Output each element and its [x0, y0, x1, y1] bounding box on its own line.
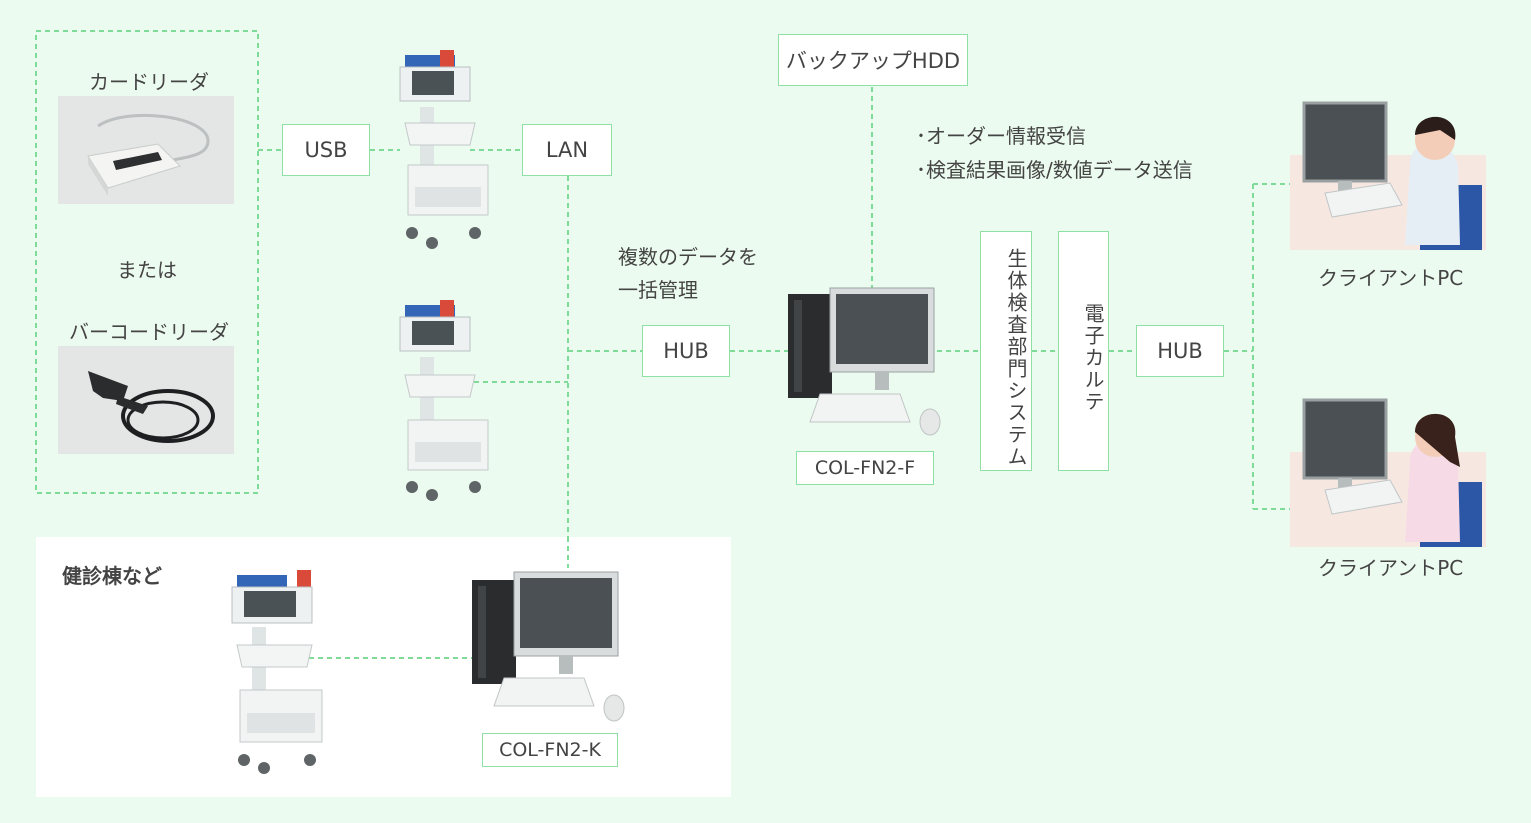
kenshin-pc-icon — [472, 571, 625, 722]
barcode-reader-photo — [58, 346, 234, 454]
barcode-reader-label: バーコードリーダ — [69, 320, 229, 344]
client-pc-2-label: クライアントPC — [1318, 556, 1464, 580]
kenshin-label: 健診棟など — [62, 564, 162, 588]
emr-box: 電子カルテ — [1058, 231, 1109, 471]
hub-left-box: HUB — [642, 325, 730, 377]
backup-hdd-box: バックアップHDD — [778, 34, 968, 86]
reader-region — [35, 30, 259, 494]
ecg-cart-1-icon — [399, 50, 489, 249]
card-reader-icon — [87, 113, 210, 196]
ecg-cart-3-icon — [231, 570, 323, 774]
card-reader-photo — [58, 96, 234, 204]
or-label: または — [117, 258, 177, 282]
lan-box: LAN — [522, 124, 612, 176]
client-workstation-1-icon — [1290, 101, 1486, 250]
ecg-cart-2-icon — [399, 300, 489, 501]
client-workstation-2-icon — [1290, 398, 1486, 547]
manage-label-line2: 一括管理 — [618, 278, 698, 302]
order-receive-label: ･オーダー情報受信 — [916, 124, 1086, 148]
hub-right-box: HUB — [1136, 325, 1224, 377]
manage-label-line1: 複数のデータを — [618, 245, 758, 269]
bio-dept-system-box: 生体検査部門システム — [980, 231, 1032, 471]
barcode-reader-icon — [88, 371, 215, 443]
server-pc-icon — [788, 287, 941, 436]
card-reader-label: カードリーダ — [89, 70, 209, 94]
col-fn2-f-label: COL-FN2-F — [796, 451, 934, 485]
usb-box: USB — [282, 124, 370, 176]
col-fn2-k-label: COL-FN2-K — [482, 733, 618, 767]
client-pc-1-label: クライアントPC — [1318, 266, 1464, 290]
send-results-label: ･検査結果画像/数値データ送信 — [916, 158, 1193, 182]
